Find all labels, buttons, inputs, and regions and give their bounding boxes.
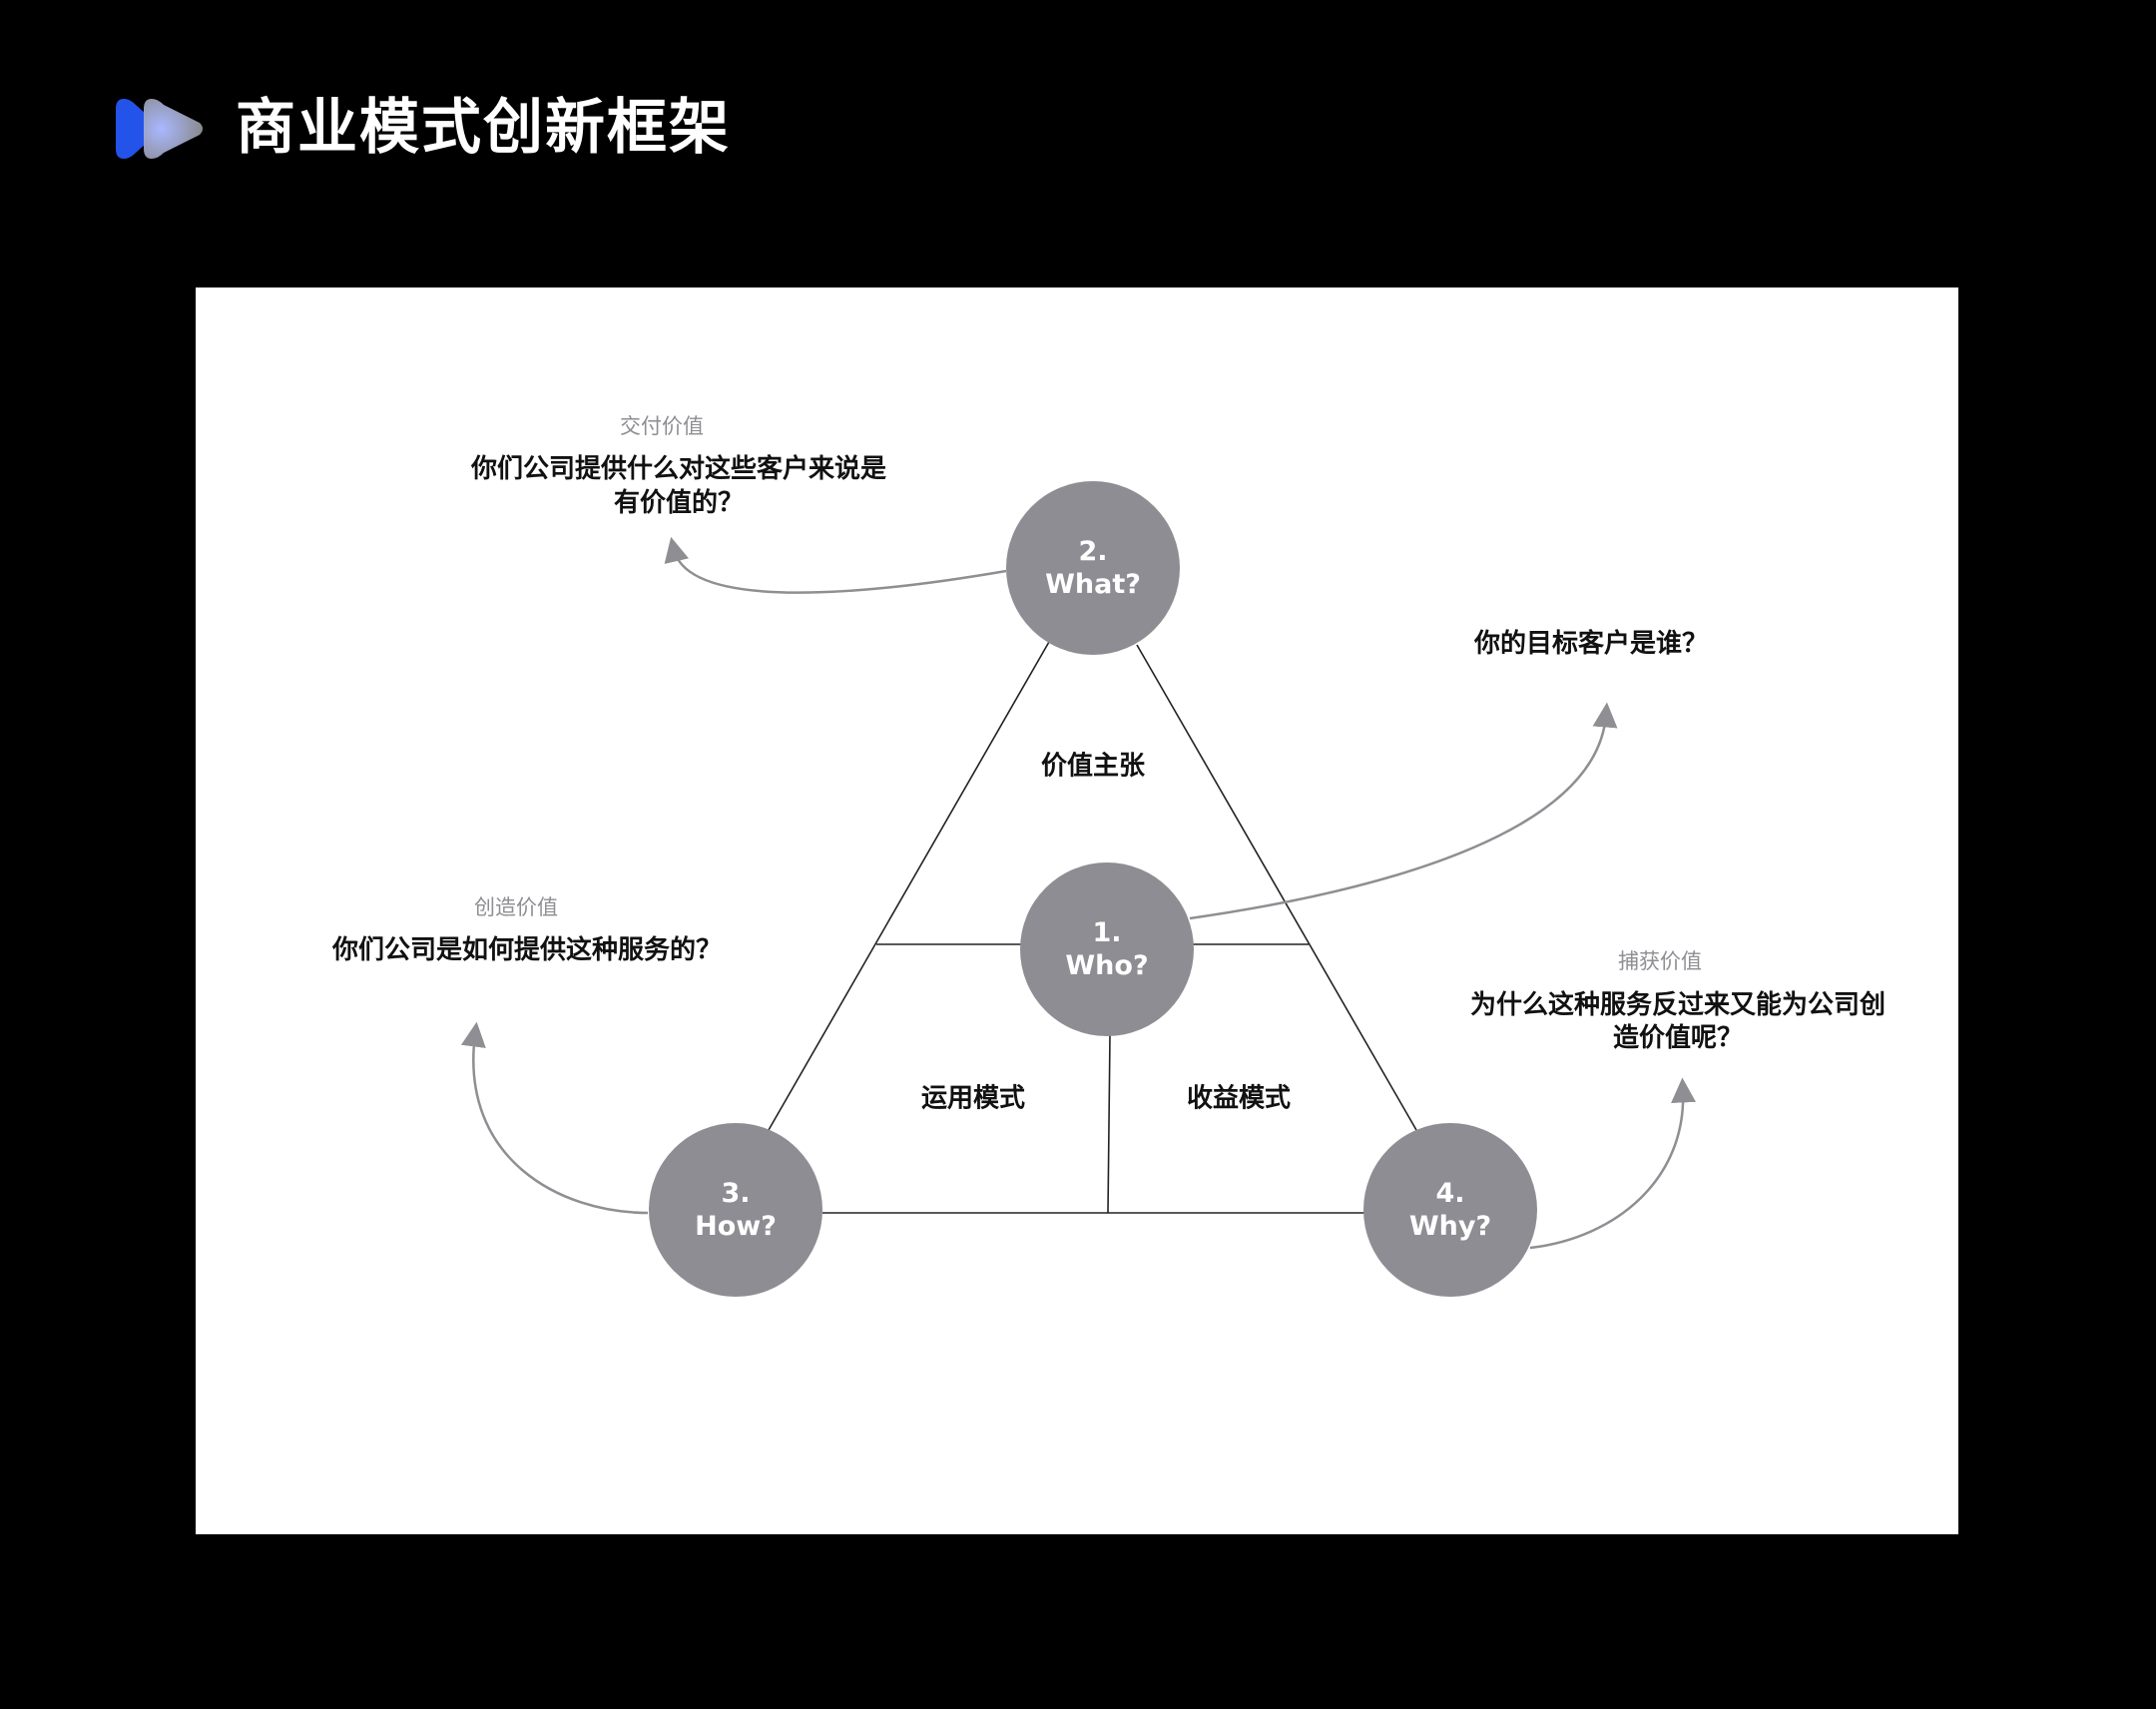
- node-label: How?: [695, 1211, 777, 1242]
- question-how: 你们公司是如何提供这种服务的？: [331, 935, 723, 965]
- question-who: 你的目标客户是谁？: [1473, 629, 1709, 659]
- divider-vertical: [1107, 1034, 1111, 1214]
- node-label: Who?: [1065, 950, 1149, 981]
- question-why-line1: 为什么这种服务反过来又能为公司创: [1469, 990, 1886, 1020]
- node-label: What?: [1045, 569, 1141, 600]
- arrow-what: [664, 536, 1007, 594]
- section-value-proposition: 价值主张: [1040, 751, 1146, 782]
- caption-capture-value: 捕获价值: [1618, 949, 1702, 973]
- question-why-line2: 造价值呢？: [1612, 1023, 1744, 1053]
- node-label: Why?: [1408, 1211, 1492, 1242]
- caption-deliver-value: 交付价值: [620, 414, 704, 438]
- triangle-left-edge: [768, 641, 1050, 1131]
- node-num: 2.: [1078, 536, 1108, 567]
- arrow-who: [1189, 702, 1618, 920]
- triangle-right-edge: [1136, 644, 1417, 1131]
- section-operating-model: 运用模式: [920, 1083, 1026, 1114]
- node-what: 2.What?: [1006, 481, 1180, 655]
- node-who: 1.Who?: [1020, 862, 1194, 1036]
- node-why: 4.Why?: [1363, 1123, 1537, 1297]
- question-what-line1: 你们公司提供什么对这些客户来说是: [470, 454, 887, 484]
- question-what-line2: 有价值的？: [613, 488, 745, 518]
- node-num: 1.: [1092, 917, 1122, 948]
- logo-icon: [116, 99, 203, 159]
- section-revenue-model: 收益模式: [1186, 1083, 1292, 1114]
- page-title: 商业模式创新框架: [236, 93, 731, 163]
- node-num: 3.: [721, 1178, 751, 1209]
- node-num: 4.: [1435, 1178, 1465, 1209]
- node-how: 3.How?: [649, 1123, 822, 1297]
- arrow-how: [461, 1021, 649, 1215]
- arrow-why: [1529, 1077, 1697, 1250]
- caption-create-value: 创造价值: [474, 895, 558, 919]
